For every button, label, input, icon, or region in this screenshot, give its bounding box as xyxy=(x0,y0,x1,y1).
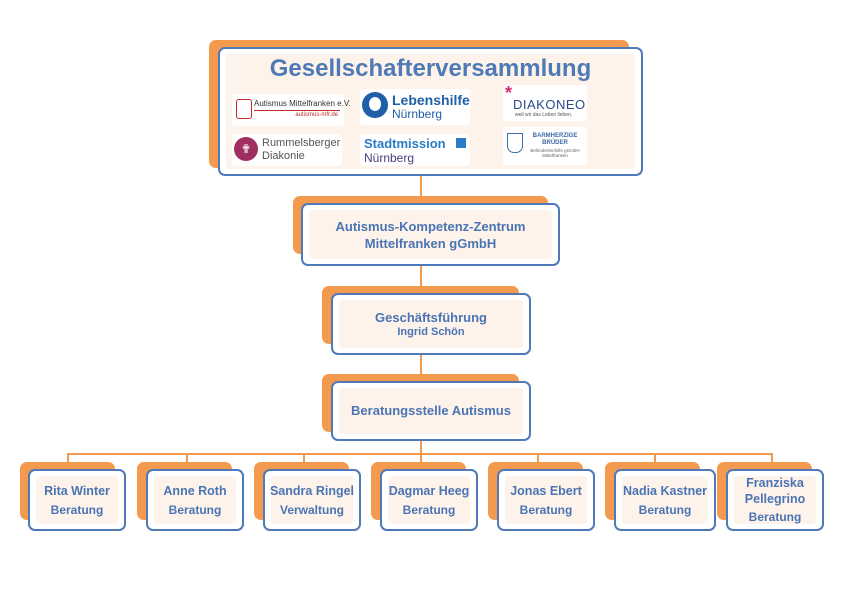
management-person: Ingrid Schön xyxy=(397,326,465,338)
staff-card: Franziska Pellegrino Beratung xyxy=(726,469,824,531)
star-icon: * xyxy=(505,83,513,103)
staff-card: Rita Winter Beratung xyxy=(28,469,126,531)
staff-card: Anne Roth Beratung xyxy=(146,469,244,531)
staff-role: Verwaltung xyxy=(279,502,344,517)
staff-card: Nadia Kastner Beratung xyxy=(614,469,716,531)
staff-name: Anne Roth xyxy=(163,483,227,498)
staff-role: Beratung xyxy=(748,510,802,524)
connector-staff-3 xyxy=(303,453,305,470)
staff-role: Beratung xyxy=(402,502,456,517)
staff-role: Beratung xyxy=(168,502,222,517)
staff-name: Dagmar Heeg xyxy=(388,483,470,498)
management-title: Geschäftsführung xyxy=(375,310,487,325)
connector-staff-1 xyxy=(67,453,69,470)
connector-counseling-staff xyxy=(420,440,422,454)
staff-card: Sandra Ringel Verwaltung xyxy=(263,469,361,531)
logo-rummelsberger: ✟ Rummelsberger Diakonie xyxy=(232,134,342,166)
logo-diakoneo: * DIAKONEO weil wir das Leben lieben. xyxy=(503,83,587,121)
stadtmission-cross-icon xyxy=(456,138,466,148)
company-name-line1: Autismus-Kompetenz-Zentrum xyxy=(335,218,526,234)
staff-card: Jonas Ebert Beratung xyxy=(497,469,595,531)
logo-barmherzige-brueder: BARMHERZIGE BRÜDER Behindertenhilfe gGmb… xyxy=(503,127,587,165)
connector-staff-7 xyxy=(771,453,773,470)
counseling-box: Beratungsstelle Autismus xyxy=(331,381,531,441)
company-name-line2: Mittelfranken gGmbH xyxy=(364,235,497,251)
assembly-box: Gesellschafterversammlung Autismus Mitte… xyxy=(218,47,643,176)
staff-card: Dagmar Heeg Beratung xyxy=(380,469,478,531)
counseling-title: Beratungsstelle Autismus xyxy=(351,403,511,418)
logo-autismus-mittelfranken: Autismus Mittelfranken e.V. autismus-mfr… xyxy=(232,94,351,126)
connector-staff-6 xyxy=(654,453,656,470)
staff-name: Rita Winter xyxy=(44,483,110,498)
crest-icon xyxy=(507,133,523,153)
puzzle-icon xyxy=(236,99,252,119)
staff-name: Sandra Ringel xyxy=(269,483,355,498)
connector-staff-5 xyxy=(537,453,539,470)
staff-name: Jonas Ebert xyxy=(510,483,582,498)
staff-role: Beratung xyxy=(50,502,104,517)
management-box: Geschäftsführung Ingrid Schön xyxy=(331,293,531,355)
cross-icon: ✟ xyxy=(234,137,258,161)
staff-role: Beratung xyxy=(638,502,692,517)
lebenshilfe-icon xyxy=(362,92,388,118)
connector-company-management xyxy=(420,265,422,293)
connector-staff-4 xyxy=(420,453,422,470)
connector-management-counseling xyxy=(420,355,422,383)
staff-name: Franziska Pellegrino xyxy=(744,476,806,506)
staff-name: Nadia Kastner xyxy=(622,483,708,498)
assembly-title: Gesellschafterversammlung xyxy=(269,55,592,82)
staff-role: Beratung xyxy=(519,502,573,517)
connector-assembly-company xyxy=(420,175,422,203)
logo-lebenshilfe: Lebenshilfe Nürnberg xyxy=(360,89,470,125)
company-box: Autismus-Kompetenz-Zentrum Mittelfranken… xyxy=(301,203,560,266)
connector-staff-2 xyxy=(186,453,188,470)
logo-stadtmission: Stadtmission Nürnberg xyxy=(360,134,470,166)
